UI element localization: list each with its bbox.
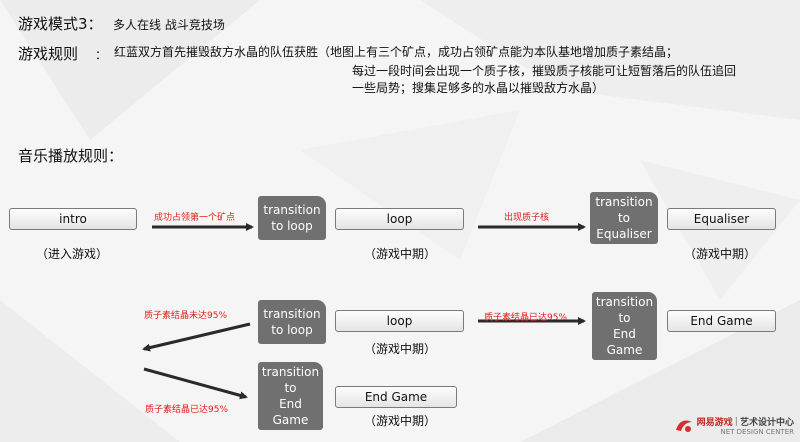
mode-label: 游戏模式3： [18,15,103,33]
loop-box-2: loop [335,310,464,332]
logo-brand: 网易游戏 [696,418,733,428]
logo-center: 艺术设计中心 [739,418,794,428]
loop-caption: （游戏中期） [364,247,437,261]
branch-up-label: 质子素结晶未达95% [144,311,228,321]
netease-logo-icon [675,420,692,432]
transition-to-loop-box-2: transition to loop [258,300,326,344]
company-logo: 网易游戏 | 艺术设计中心 NET DESIGN CENTER [674,415,794,436]
arrow2-label: 出现质子核 [504,213,550,223]
equaliser-caption: （游戏中期） [684,247,757,261]
intro-caption: （进入游戏） [36,247,109,261]
branch-down-label: 质子素结晶已达95% [145,405,229,415]
transition-to-end-game-box: transition to End Game [592,292,657,360]
mode-value: 多人在线 战斗竞技场 [113,18,225,32]
end-game-caption: （游戏中期） [364,414,437,428]
loop-caption-2: （游戏中期） [364,342,437,356]
arrow3-label: 质子素结晶已达95% [484,313,568,323]
intro-box: intro [9,208,137,230]
rules-line-2: 每过一段时间会出现一个质子核，摧毁质子核能可让短暂落后的队伍追回 [352,64,737,78]
equaliser-box: Equaliser [667,208,776,230]
rules-line-1: 红蓝双方首先摧毁敌方水晶的队伍获胜（地图上有三个矿点，成功占领矿点能为本队基地增… [114,45,679,59]
arrow1-label: 成功占领第一个矿点 [154,213,236,223]
rules-colon: ： [95,48,108,62]
section-title: 音乐播放规则： [18,147,124,165]
transition-to-end-game-box-2: transition to End Game [258,362,323,430]
loop-box: loop [335,208,464,230]
transition-to-loop-box: transition to loop [258,196,326,240]
logo-divider: | [734,416,738,427]
logo-sub: NET DESIGN CENTER [720,428,794,436]
transition-to-equaliser-box: transition to Equaliser [590,192,658,244]
end-game-box-2: End Game [335,386,457,408]
rules-label: 游戏规则 [18,45,79,63]
end-game-box: End Game [667,310,776,332]
rules-line-3: 一些局势；搜集足够多的水晶以摧毁敌方水晶） [352,81,605,95]
